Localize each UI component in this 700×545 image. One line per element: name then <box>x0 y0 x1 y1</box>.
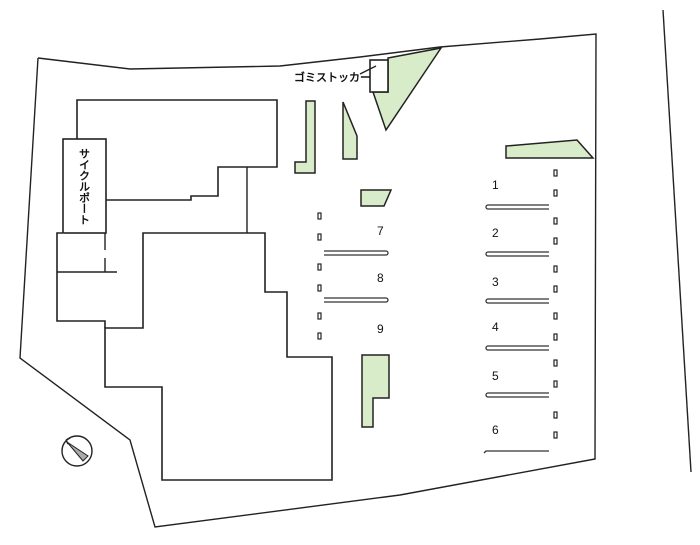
building-main <box>104 232 333 481</box>
garbage-stocker <box>369 59 389 93</box>
cycle-port-label: サイクルポート <box>78 148 91 225</box>
wheel-stop <box>317 312 322 320</box>
parking-number-6: 6 <box>492 423 499 437</box>
lane-divider <box>485 251 549 257</box>
parking-dividers-left <box>324 250 389 303</box>
wheel-stop <box>553 411 558 419</box>
wheel-stop <box>553 333 558 341</box>
parking-number-7: 7 <box>377 224 384 238</box>
parking-dividers-right <box>483 204 549 454</box>
lane-divider <box>485 345 549 351</box>
green-area-1 <box>294 100 316 174</box>
wheel-stop <box>553 169 558 177</box>
parking-number-2: 2 <box>492 226 499 240</box>
lane-divider <box>483 450 549 454</box>
wheel-stop <box>317 263 322 271</box>
wheel-stop <box>553 431 558 439</box>
parking-number-8: 8 <box>377 271 384 285</box>
wheel-stop <box>553 312 558 320</box>
wheel-stops-right <box>553 169 558 439</box>
lane-divider <box>324 297 389 303</box>
wheel-stop <box>553 359 558 367</box>
parking-number-9: 9 <box>377 322 384 336</box>
wheel-stop <box>553 380 558 388</box>
green-area-5 <box>360 189 393 207</box>
wheel-stop <box>317 284 322 292</box>
lane-divider <box>485 298 549 304</box>
lane-divider <box>485 204 549 210</box>
wheel-stop <box>317 233 322 241</box>
parking-number-4: 4 <box>492 320 499 334</box>
garbage-stocker-leader <box>359 65 377 75</box>
wheel-stops-left <box>317 212 322 340</box>
green-area-2 <box>342 101 358 160</box>
wheel-stop <box>317 332 322 340</box>
building-annex <box>56 232 106 328</box>
building-upper <box>76 99 278 201</box>
green-area-4 <box>505 139 595 159</box>
parking-number-3: 3 <box>492 275 499 289</box>
site-boundary <box>19 33 597 528</box>
wheel-stop <box>317 212 322 220</box>
wheel-stop <box>553 217 558 225</box>
green-area-6 <box>361 354 390 428</box>
wheel-stop <box>553 285 558 293</box>
lane-divider <box>485 392 549 398</box>
north-arrow-icon <box>61 435 93 467</box>
adjacent-boundary-line <box>662 9 692 473</box>
cycle-port <box>62 138 107 234</box>
wheel-stop <box>553 237 558 245</box>
parking-number-5: 5 <box>492 369 499 383</box>
garbage-stocker-label: ゴミストッカー <box>294 70 371 84</box>
parking-number-1: 1 <box>492 178 499 192</box>
wheel-stop <box>553 189 558 197</box>
lane-divider <box>324 250 389 256</box>
wheel-stop <box>553 265 558 273</box>
